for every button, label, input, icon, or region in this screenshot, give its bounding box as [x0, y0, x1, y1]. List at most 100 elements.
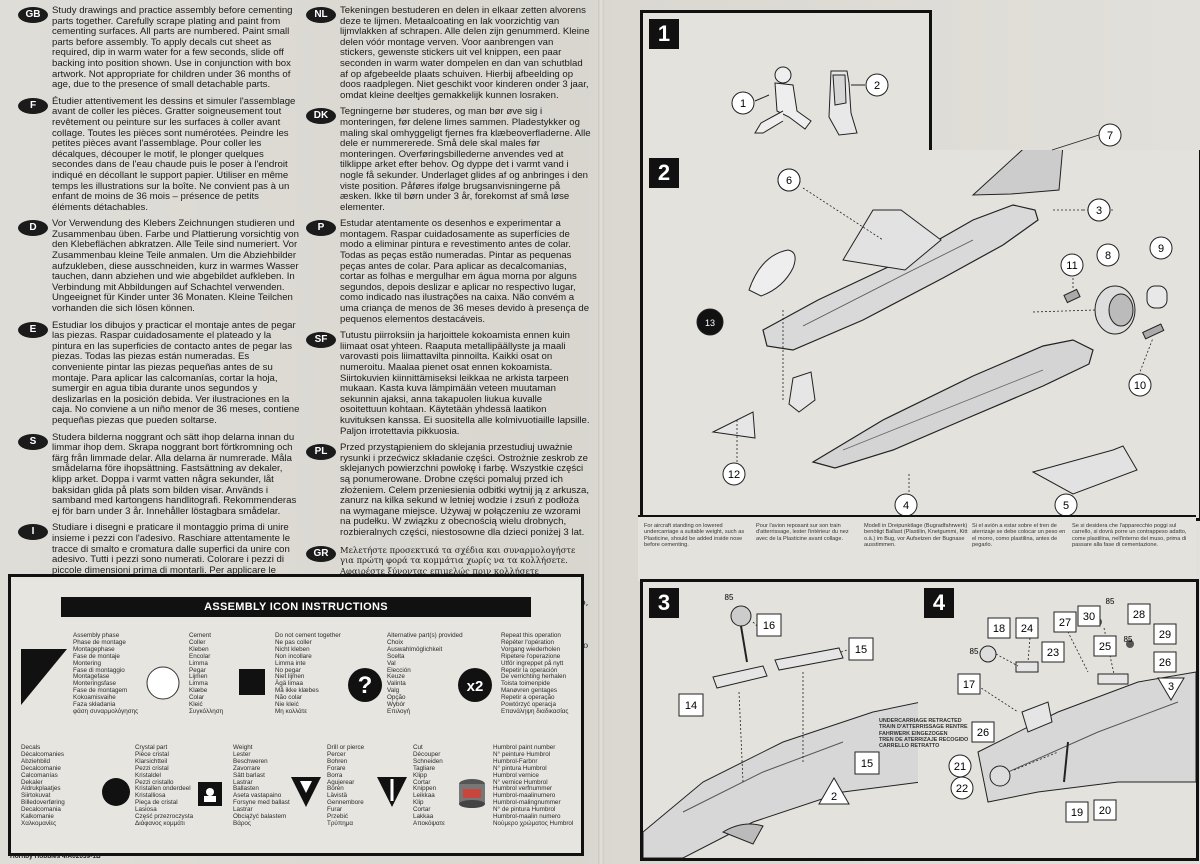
- icon-label-line: N° peinture Humbrol: [493, 750, 551, 758]
- main-wheel: [989, 765, 1011, 787]
- svg-text:12: 12: [728, 469, 740, 481]
- icon-label-line: Συγκόλληση: [189, 707, 224, 715]
- icon-label-line: Forsyne med ballast: [233, 799, 290, 807]
- note-fr: Pour l'avion reposant sur son train d'at…: [756, 523, 849, 542]
- icon-label-line: Montagefase: [73, 673, 110, 681]
- icon-label-line: Decalcomanie: [21, 764, 61, 772]
- icon-label-line: Keuze: [387, 673, 405, 681]
- icon-label-line: Limma inte: [275, 659, 306, 667]
- icon-label-line: Humbrol-Farbnr: [493, 757, 538, 765]
- page-fold: [598, 0, 604, 864]
- icon-label-line: Répéter l'opération: [501, 638, 555, 646]
- icon-label-line: Bohren: [327, 757, 348, 765]
- drill-icon: [291, 777, 321, 807]
- svg-text:85: 85: [1124, 635, 1133, 644]
- icon-label-line: Klæbe: [189, 687, 208, 695]
- icon-label-line: De verrichting herhalen: [501, 673, 567, 681]
- icon-label-line: Wybór: [387, 701, 406, 709]
- icon-label-line: Klarsichtteil: [135, 757, 168, 765]
- step-3-number: 3: [649, 588, 679, 618]
- wheel-18: [979, 645, 997, 663]
- icon-label-line: Obciążyć balastem: [233, 813, 287, 821]
- icon-label-line: φάση συναρμολόγησης: [73, 707, 139, 715]
- svg-text:5: 5: [1063, 500, 1069, 512]
- icon-label-line: Montering: [73, 659, 102, 667]
- small-part-29: [1126, 640, 1134, 648]
- note-de: Modell in Dreipunktlage (Bugradfahrwerk)…: [864, 523, 968, 548]
- svg-text:85: 85: [970, 647, 979, 656]
- icon-label-line: Ägä limaa: [275, 680, 304, 688]
- icon-label-line: Νούμερο χρώματος Humbrol: [493, 819, 574, 827]
- step-2-callouts: 7 8 9 11 10 4 5 12 13: [696, 123, 1173, 517]
- assembly-icon-box: ASSEMBLY ICON INSTRUCTIONS Assembly phas…: [8, 574, 584, 856]
- icon-label-line: Kleben: [189, 645, 209, 653]
- icon-label-line: Repetir la operación: [501, 666, 558, 674]
- icon-label-line: Επανάληψη διαδικασίας: [501, 707, 569, 715]
- step-1-panel: 1 1 2: [640, 10, 932, 156]
- icon-label-line: Humbrol-maalinumero: [493, 792, 556, 800]
- step-3-panel: 3 85 16 15 14 15 2 UNDERCARRIAGE RETRACT…: [640, 579, 968, 861]
- gear-door-15: [774, 647, 844, 671]
- icon-label-line: N° de pintura Humbrol: [493, 806, 556, 814]
- icon-label-line: Lester: [233, 750, 251, 758]
- svg-text:19: 19: [1071, 807, 1083, 819]
- svg-text:25: 25: [1099, 641, 1111, 653]
- icon-label-line: Βάρος: [233, 819, 251, 827]
- icon-label-line: N° vernice Humbrol: [493, 778, 548, 786]
- note-es: Si el avión a estar sobre el tren de ate…: [972, 523, 1066, 548]
- icon-label-line: Klip: [413, 799, 424, 807]
- instruction-text: Studera bilderna noggrant och sätt ihop …: [52, 431, 297, 517]
- icon-label-line: Nicht kleben: [275, 645, 310, 653]
- icon-label-line: Val: [387, 659, 396, 667]
- icon-label-line: Knippen: [413, 785, 437, 793]
- svg-text:14: 14: [685, 700, 697, 712]
- icon-label-line: Faza składania: [73, 701, 116, 709]
- canopy: [748, 249, 796, 297]
- icon-label-line: Percer: [327, 750, 346, 758]
- language-code-badge: GR: [306, 545, 336, 562]
- language-code-badge: D: [18, 220, 48, 237]
- small-part-11: [1063, 288, 1081, 304]
- icon-instructions-header: ASSEMBLY ICON INSTRUCTIONS: [61, 597, 531, 617]
- icon-label-line: Elección: [387, 666, 411, 674]
- icon-label-line: Manøvren gentages: [501, 687, 558, 695]
- icon-label-line: Lastrar: [233, 806, 253, 814]
- icon-label-line: Cut: [413, 744, 423, 751]
- step-1-number: 1: [649, 19, 679, 49]
- icon-label-line: Διάφανος κομμάτι: [135, 819, 185, 827]
- language-code-badge: DK: [306, 108, 336, 125]
- right-wing: [1031, 445, 1138, 495]
- icon-label-line: Kristalliosa: [135, 792, 166, 800]
- svg-text:4: 4: [903, 500, 909, 512]
- svg-text:11: 11: [1066, 260, 1077, 272]
- language-code-badge: NL: [306, 7, 336, 23]
- icon-label-line: Décalcomanies: [21, 750, 65, 758]
- icon-label-line: Pezzi cristal: [135, 764, 169, 772]
- icon-label-line: Nie kleić: [275, 701, 299, 709]
- icon-label-line: Phase de montage: [73, 638, 126, 646]
- icon-label-line: Gennembore: [327, 799, 364, 807]
- icon-label-line: Przebić: [327, 813, 348, 821]
- nose-cone: [711, 411, 756, 439]
- icon-label-line: Choix: [387, 638, 404, 646]
- svg-text:x2: x2: [467, 678, 484, 695]
- icon-label-line: Fase di montaggio: [73, 666, 125, 674]
- ejection-seat: [828, 70, 858, 136]
- language-code-badge: SF: [306, 332, 336, 349]
- svg-text:29: 29: [1159, 629, 1171, 641]
- instruction-text: Tekeningen bestuderen en delen in elkaar…: [340, 5, 590, 101]
- svg-text:85: 85: [725, 593, 734, 602]
- icon-label-line: Lastrar: [233, 778, 253, 786]
- small-part-10: [1142, 323, 1165, 340]
- svg-text:3: 3: [1168, 681, 1174, 693]
- svg-text:1: 1: [740, 98, 746, 110]
